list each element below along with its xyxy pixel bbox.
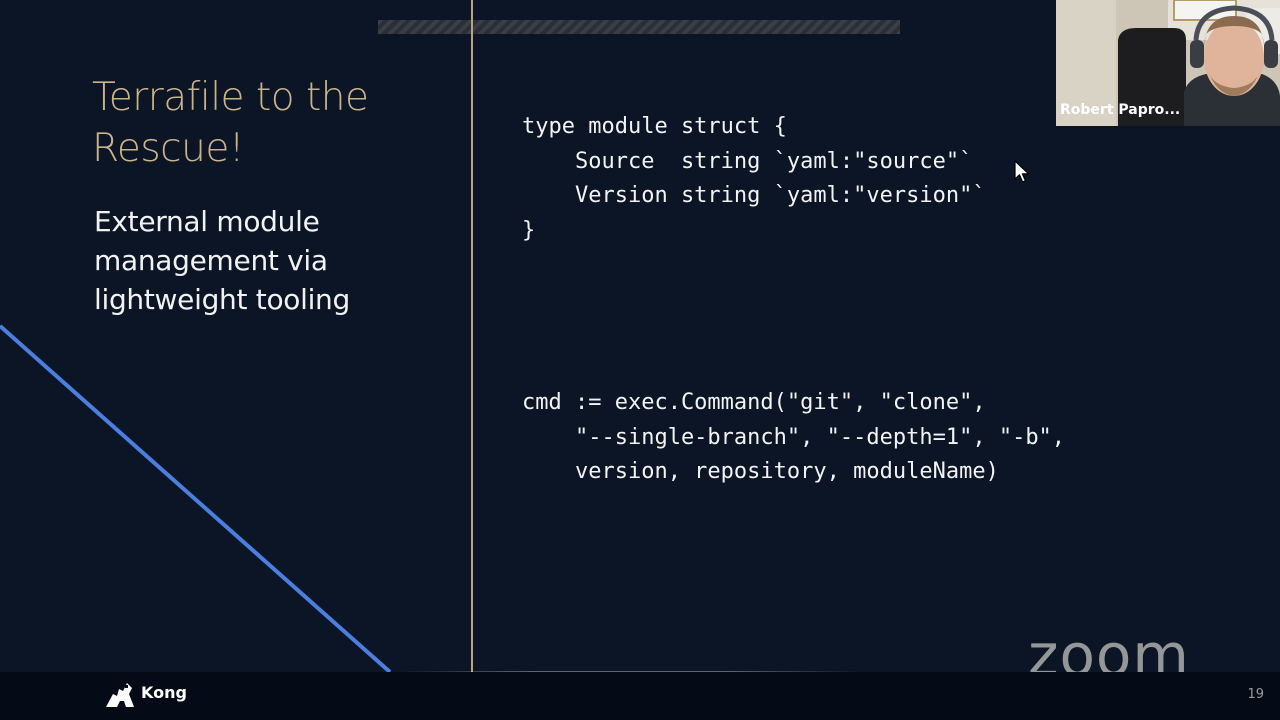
slide-page-number: 19 xyxy=(1247,687,1264,702)
kong-gorilla-icon xyxy=(106,683,134,707)
participant-name-label: Robert Papro... xyxy=(1060,102,1181,118)
slide-title: Terrafile to the Rescue! xyxy=(92,75,369,171)
kong-brand-name: Kong xyxy=(141,683,187,702)
code-block-command: cmd := exec.Command("git", "clone", "--s… xyxy=(522,390,1066,485)
slide-subtitle: External module management via lightweig… xyxy=(94,205,350,316)
participant-video-tile[interactable] xyxy=(1056,0,1280,126)
participant-video-feed xyxy=(1056,0,1280,126)
footer-divider xyxy=(400,671,860,672)
decorative-diagonal-line xyxy=(0,324,392,672)
code-block-struct: type module struct { Source string `yaml… xyxy=(522,114,986,244)
mouse-pointer-icon xyxy=(1014,160,1030,183)
screen-share-indicator-bar[interactable] xyxy=(378,20,900,34)
slide-column-divider xyxy=(471,0,473,672)
slide-footer xyxy=(0,672,1280,720)
